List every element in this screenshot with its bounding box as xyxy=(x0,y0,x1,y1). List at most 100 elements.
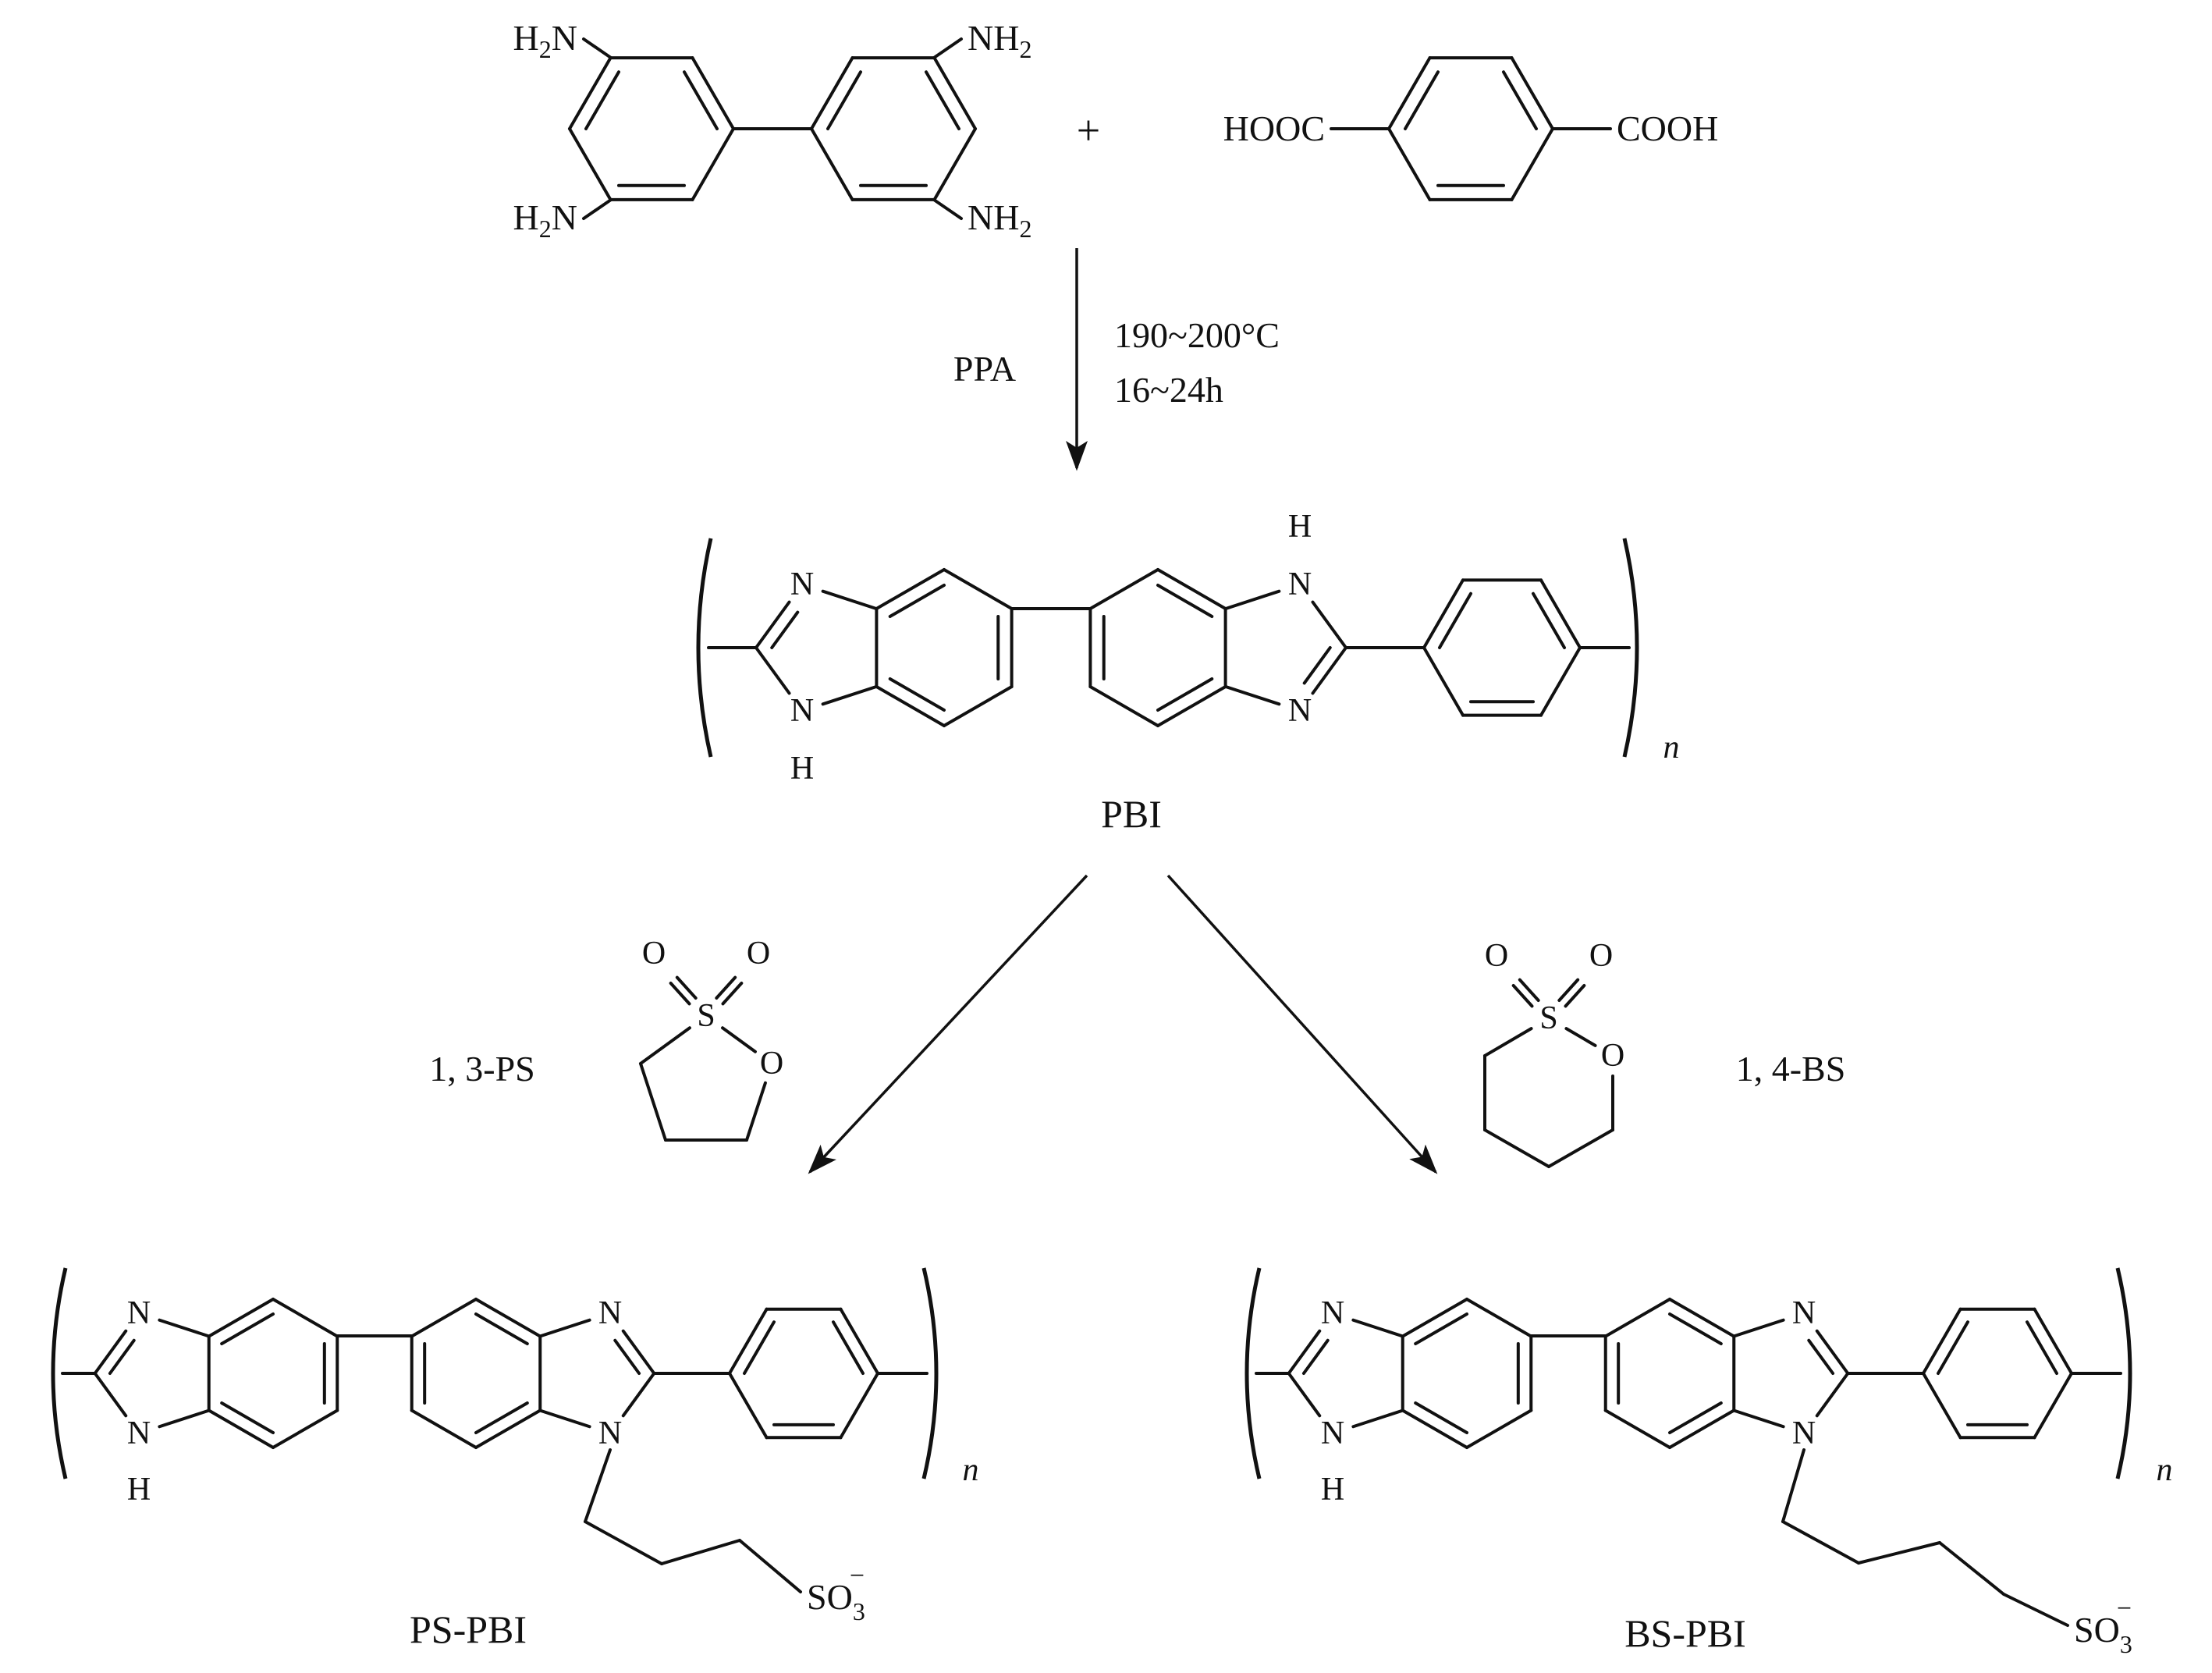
bond xyxy=(272,1408,339,1449)
bs-pbi-structure: N N H N N n SO3− BS-PBI xyxy=(1321,1295,2173,1658)
n-atom-label: N xyxy=(598,1415,622,1451)
bond xyxy=(1302,646,1332,685)
bond xyxy=(1922,1372,1962,1440)
ppa-label: PPA xyxy=(953,349,1016,389)
bond xyxy=(1815,1372,1850,1418)
sulfonate-group-label: SO3− xyxy=(807,1561,865,1625)
bond xyxy=(1668,1298,1736,1338)
bond xyxy=(932,127,977,201)
repeat-n-label: n xyxy=(1663,730,1680,765)
bond xyxy=(932,56,977,130)
bond xyxy=(1401,1408,1468,1449)
bond xyxy=(1224,685,1281,706)
bond xyxy=(810,127,854,201)
bond xyxy=(1532,591,1566,649)
h-atom-label: H xyxy=(790,751,814,787)
bond xyxy=(1857,1541,1941,1565)
bond xyxy=(1387,56,1432,130)
bond xyxy=(1465,1298,1533,1338)
bond xyxy=(1564,1027,1597,1047)
bond xyxy=(1547,1128,1614,1168)
time-label: 16~24h xyxy=(1114,370,1223,410)
bond xyxy=(1815,1329,1850,1375)
bond xyxy=(1422,646,1465,717)
bond xyxy=(888,677,946,712)
s-atom-label: S xyxy=(1539,1000,1557,1036)
bond xyxy=(1401,1298,1468,1338)
bond xyxy=(2002,1593,2069,1627)
bond xyxy=(691,56,735,130)
bond xyxy=(1404,70,1440,130)
bond xyxy=(1301,1338,1330,1375)
bond xyxy=(93,1372,128,1418)
n-atom-label: N xyxy=(1321,1415,1344,1451)
bond xyxy=(826,70,862,130)
bond xyxy=(2026,1320,2058,1375)
bond xyxy=(1156,584,1214,618)
bond xyxy=(582,37,612,59)
bond xyxy=(1502,70,1538,130)
o-atom-label: O xyxy=(760,1046,783,1082)
bond xyxy=(660,1539,741,1565)
bond xyxy=(821,589,878,610)
bond xyxy=(108,1338,136,1375)
bond xyxy=(2033,1307,2073,1375)
bond xyxy=(1311,600,1347,649)
bond xyxy=(1422,578,1465,649)
n-atom-label: N xyxy=(1321,1295,1344,1331)
bond xyxy=(675,975,698,1000)
bond xyxy=(568,56,612,130)
bond xyxy=(1156,685,1227,727)
bond-layer xyxy=(51,37,2132,1627)
plus-sign: + xyxy=(1077,107,1100,154)
bond xyxy=(1483,1027,1533,1057)
bond xyxy=(875,685,946,727)
amine-h2n-label-top: H2N xyxy=(513,18,577,63)
bond xyxy=(1510,56,1554,130)
h-atom-label: H xyxy=(1288,509,1312,545)
bond xyxy=(875,568,946,610)
bond xyxy=(1483,1128,1550,1168)
bond xyxy=(1351,1408,1404,1429)
bond xyxy=(715,975,737,1000)
bond xyxy=(621,1372,656,1418)
bond xyxy=(1937,1320,1969,1375)
bond xyxy=(93,1329,128,1375)
bond xyxy=(474,1298,542,1338)
bond xyxy=(754,646,791,695)
amine-nh2-label-top: NH2 xyxy=(968,18,1031,63)
bond xyxy=(1539,578,1582,649)
o-atom-label: O xyxy=(1485,938,1508,974)
bond xyxy=(1511,984,1534,1008)
pbi-title: PBI xyxy=(1101,792,1162,836)
bond xyxy=(582,198,612,220)
bond xyxy=(1564,984,1586,1008)
o-atom-label: O xyxy=(1589,938,1613,974)
bond xyxy=(1603,1298,1671,1338)
bond xyxy=(1351,1318,1404,1338)
diamine-structure: H2N H2N NH2 NH2 xyxy=(513,18,1032,243)
bond xyxy=(1732,1318,1785,1338)
bond xyxy=(738,1539,802,1593)
bond xyxy=(1668,1408,1736,1449)
o-atom-label: O xyxy=(642,936,666,971)
bs-reagent-label: 1, 4-BS xyxy=(1736,1049,1846,1089)
bond xyxy=(1438,591,1472,649)
bond xyxy=(821,685,878,706)
reaction-conditions: PPA 190~200°C 16~24h xyxy=(953,315,1280,410)
n-atom-label: N xyxy=(1792,1295,1816,1331)
bond xyxy=(754,600,791,649)
n-atom-label: N xyxy=(598,1295,622,1331)
n-atom-label: N xyxy=(127,1415,151,1451)
bond xyxy=(1465,1408,1533,1449)
bond xyxy=(810,56,854,130)
reaction-arrow xyxy=(808,874,1088,1174)
bond xyxy=(474,1312,529,1345)
bond xyxy=(1668,1401,1723,1434)
bond xyxy=(1557,978,1580,1003)
open-bracket xyxy=(1244,1267,1262,1479)
pbi-structure: N N H H N N n PBI xyxy=(790,509,1680,836)
bond xyxy=(1287,1372,1322,1418)
